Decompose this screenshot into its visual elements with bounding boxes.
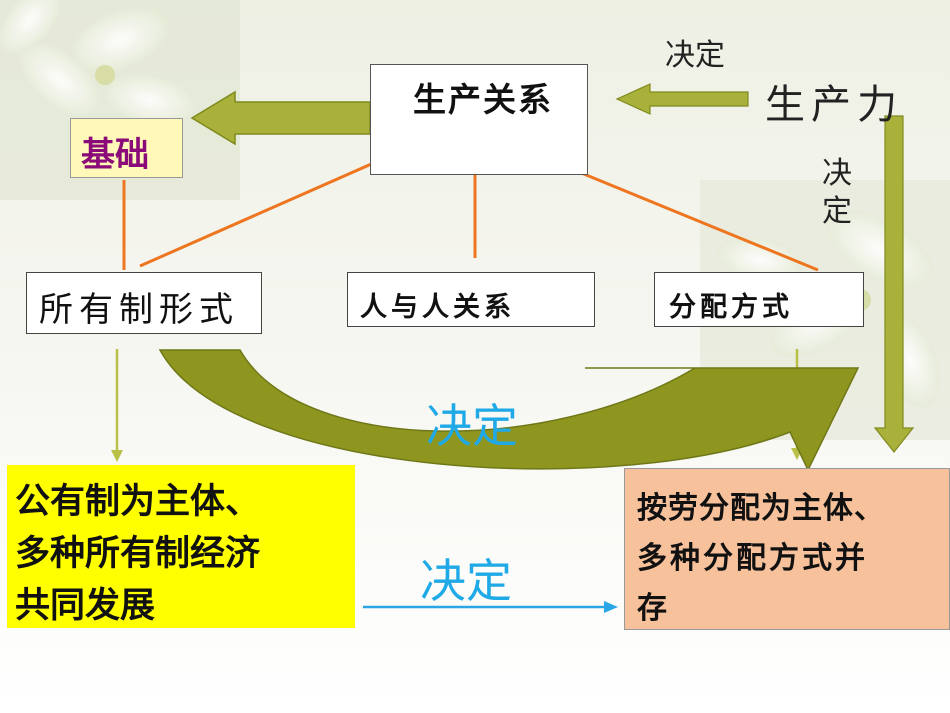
human-relations-label: 人与人关系: [360, 292, 515, 323]
arrow-productivity-to-relations: [615, 83, 749, 115]
public-ownership-line-2: 多种所有制经济: [15, 534, 261, 574]
flower-decoration-left: [0, 0, 196, 125]
determine-label-arc: 决定: [426, 399, 518, 453]
labor-distribution-line-2: 多种分配方式并: [637, 541, 868, 576]
determine-label-bottom: 决定: [420, 554, 512, 608]
ownership-form-box: 所有制形式: [26, 272, 262, 334]
determine-label-top: 决定: [665, 38, 725, 73]
blue-arrow-bottom: [363, 601, 618, 613]
determine-label-right-1: 决: [822, 156, 852, 191]
distribution-method-label: 分配方式: [669, 292, 793, 323]
production-relations-box: 生产关系: [370, 64, 588, 175]
public-ownership-line-3: 共同发展: [15, 586, 156, 626]
distribution-method-box: 分配方式: [654, 272, 864, 327]
ownership-form-label: 所有制形式: [39, 290, 239, 330]
public-ownership-line-1: 公有制为主体、: [15, 482, 261, 522]
labor-distribution-box: 按劳分配为主体、 多种分配方式并 存: [624, 468, 950, 630]
public-ownership-box: 公有制为主体、 多种所有制经济 共同发展: [7, 465, 355, 628]
productivity-label: 生产力: [765, 82, 903, 128]
production-relations-label: 生产关系: [413, 80, 553, 119]
labor-distribution-line-3: 存: [637, 591, 667, 626]
determine-label-right-2: 定: [822, 194, 852, 229]
human-relations-box: 人与人关系: [347, 272, 595, 327]
labor-distribution-line-1: 按劳分配为主体、: [637, 491, 885, 526]
arrow-relations-to-foundation: [190, 90, 371, 146]
thin-arrow-ownership-down: [111, 349, 123, 462]
foundation-label: 基础: [81, 135, 149, 175]
foundation-box: 基础: [70, 118, 183, 178]
arrow-productivity-down: [873, 115, 915, 453]
